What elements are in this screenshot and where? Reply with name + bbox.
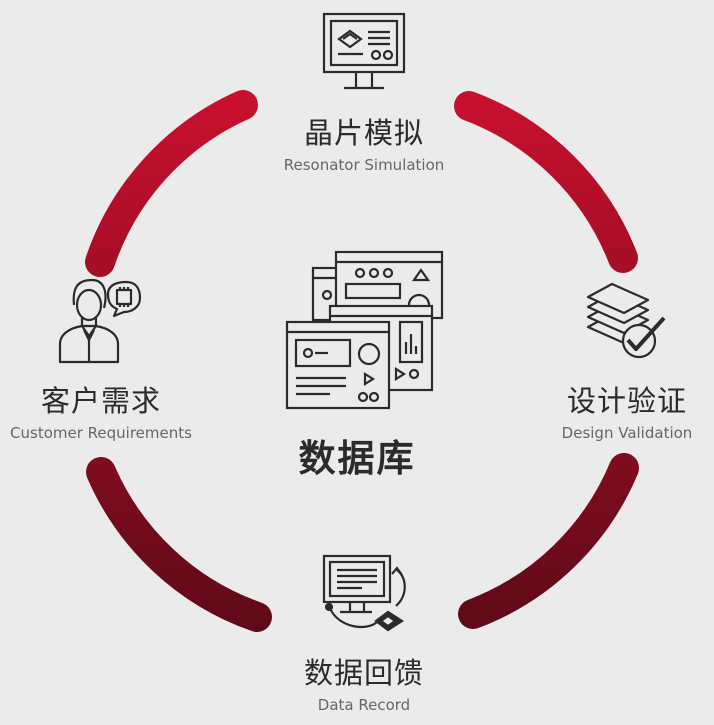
node-title-zh: 客户需求	[40, 384, 161, 418]
node-title-en: Customer Requirements	[10, 424, 192, 442]
node-title-en: Design Validation	[561, 424, 693, 442]
customer-chip-icon	[58, 278, 142, 364]
node-data-record: 数据回馈 Data Record	[264, 650, 464, 714]
node-title-zh: 数据回馈	[303, 656, 424, 690]
cycle-arc-bottom-left	[86, 457, 272, 632]
node-title-en: Resonator Simulation	[283, 156, 445, 174]
cycle-arc-bottom-right	[458, 453, 639, 629]
node-title-zh: 设计验证	[566, 384, 687, 418]
center-title: 数据库	[298, 437, 416, 480]
node-title-zh: 晶片模拟	[303, 116, 424, 150]
node-resonator-simulation: 晶片模拟 Resonator Simulation	[264, 110, 464, 174]
monitor-feedback-icon	[322, 554, 406, 632]
database-windows-icon	[285, 250, 444, 410]
node-customer-requirements: 客户需求 Customer Requirements	[0, 378, 202, 442]
node-title-en: Data Record	[317, 696, 411, 714]
cycle-arc-top-left	[85, 90, 258, 277]
monitor-chip-icon	[322, 12, 406, 90]
node-design-validation: 设计验证 Design Validation	[540, 378, 714, 442]
layers-check-icon	[586, 282, 666, 359]
cycle-arc-top-right	[454, 91, 638, 273]
